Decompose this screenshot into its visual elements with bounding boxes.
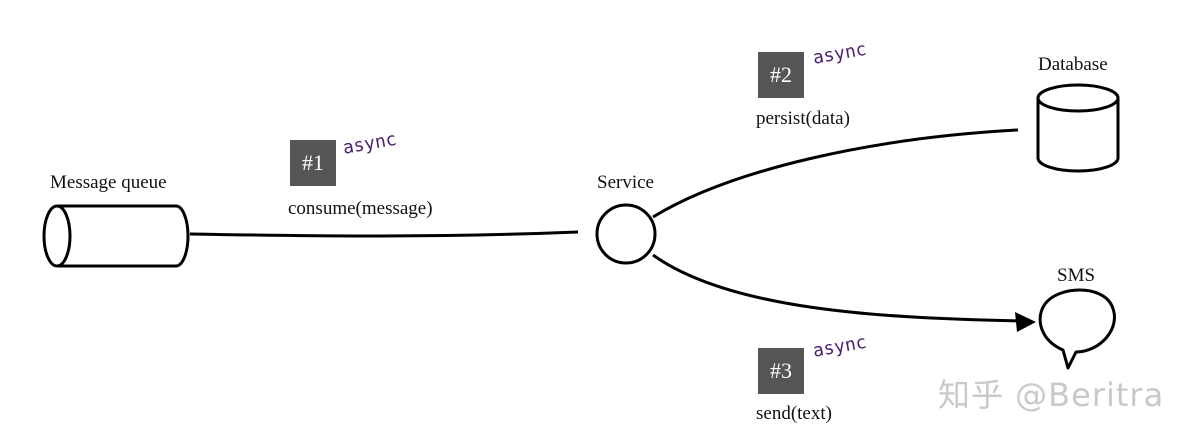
step-badge-1: #1 — [290, 140, 336, 186]
sms-label: SMS — [1057, 265, 1096, 286]
persist-edge — [652, 128, 1019, 219]
database-icon — [1036, 83, 1120, 173]
send-edge — [652, 253, 1023, 323]
send-call-label: send(text) — [756, 403, 832, 424]
step-badge-2: #2 — [758, 52, 804, 98]
message-queue-label: Message queue — [50, 172, 167, 193]
message-queue-icon — [42, 204, 190, 268]
service-node — [595, 203, 657, 265]
database-label: Database — [1038, 54, 1108, 75]
persist-call-label: persist(data) — [756, 108, 850, 129]
watermark: 知乎 @Beritra — [938, 376, 1165, 414]
consume-edge — [189, 230, 579, 238]
consume-call-label: consume(message) — [288, 198, 433, 219]
sms-bubble-icon — [1038, 288, 1116, 370]
step-badge-3: #3 — [758, 348, 804, 394]
service-label: Service — [597, 172, 654, 193]
arrowhead-icon — [1015, 312, 1036, 332]
